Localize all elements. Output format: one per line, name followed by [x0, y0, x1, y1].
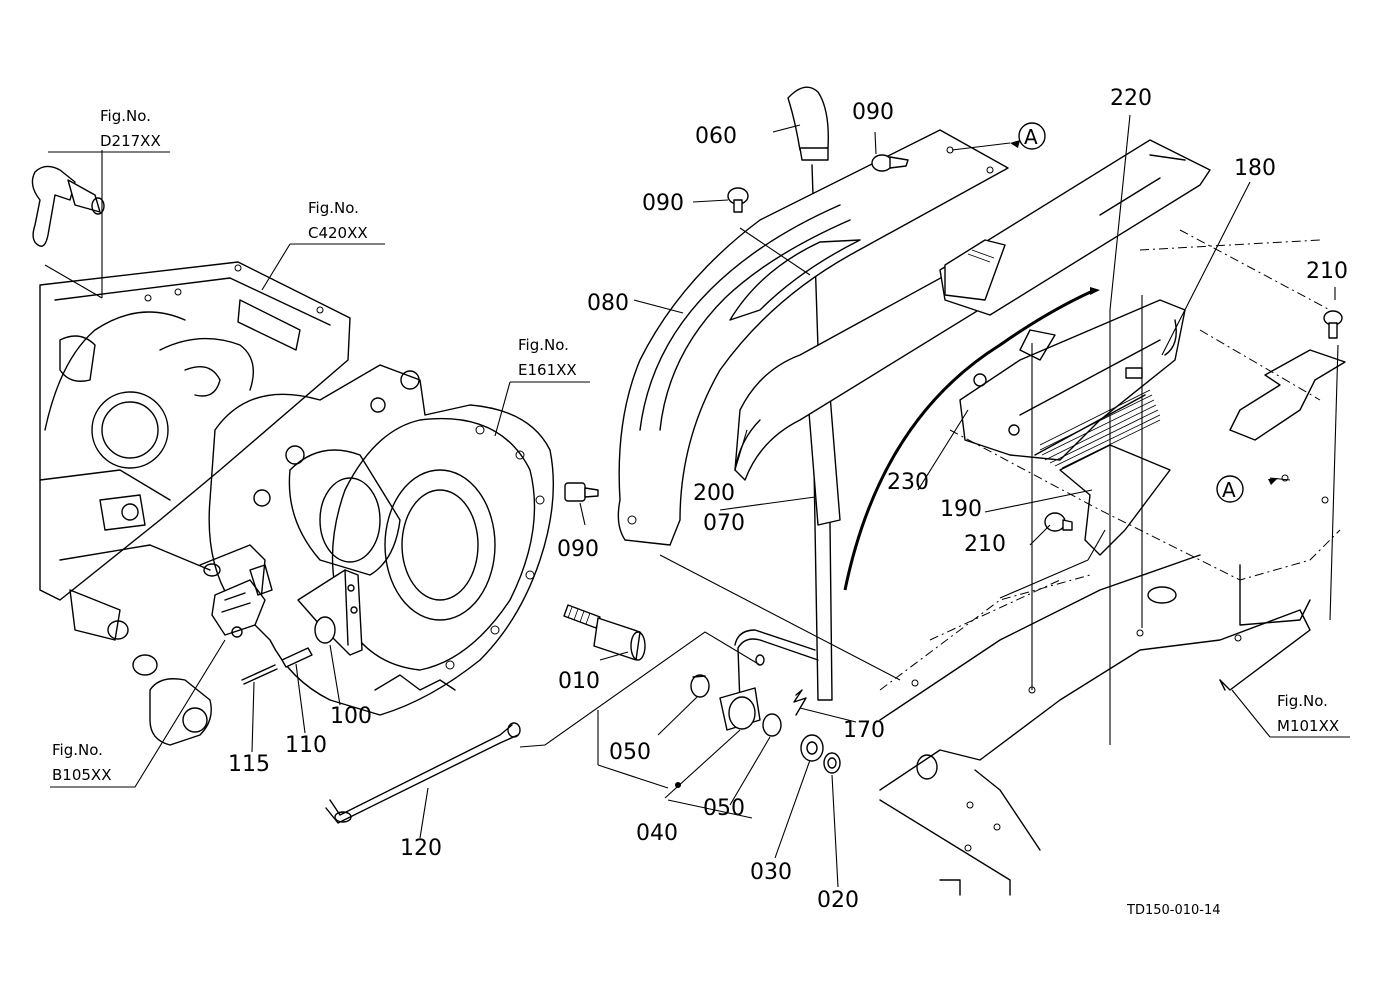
plate-220	[939, 139, 1211, 316]
bolt-090-left	[564, 482, 599, 502]
fig-ref-m101: Fig.No. M101XX	[1277, 692, 1339, 735]
fig-ref-title: Fig.No.	[308, 199, 359, 217]
washer-030	[800, 734, 824, 762]
arrow-head	[1010, 140, 1020, 148]
part-090: 090	[642, 191, 684, 216]
arrow-head	[1268, 478, 1278, 485]
part-190: 190	[940, 497, 982, 522]
clutch-housing	[199, 364, 555, 716]
part-120: 120	[400, 836, 442, 861]
part-210: 210	[1306, 259, 1348, 284]
fig-ref-code: C420XX	[308, 224, 368, 242]
guide-080	[617, 129, 1009, 546]
part-180: 180	[1234, 156, 1276, 181]
part-060: 060	[695, 124, 737, 149]
fig-ref-code: B105XX	[52, 766, 111, 784]
part-080: 080	[587, 291, 629, 316]
shaft-arm	[719, 629, 819, 731]
stud-010	[563, 604, 646, 661]
part-040: 040	[636, 821, 678, 846]
bolt-090-top	[871, 154, 909, 172]
fig-ref-code: D217XX	[100, 132, 161, 150]
pin-170	[793, 689, 807, 716]
fig-ref-code: M101XX	[1277, 717, 1339, 735]
leader-lines	[48, 114, 1350, 888]
callout-a-top: A	[1018, 122, 1046, 150]
part-050: 050	[703, 796, 745, 821]
part-090: 090	[852, 100, 894, 125]
fig-ref-c420: Fig.No. C420XX	[308, 199, 368, 242]
part-100: 100	[330, 704, 372, 729]
fig-ref-code: E161XX	[518, 361, 577, 379]
bolt-210-bottom	[1044, 512, 1073, 532]
part-090: 090	[557, 537, 599, 562]
part-010: 010	[558, 669, 600, 694]
fig-ref-b105: Fig.No. B105XX	[52, 741, 111, 784]
rod-120	[325, 722, 521, 824]
transmission-housing	[39, 261, 351, 746]
part-170: 170	[843, 718, 885, 743]
bushing-050-bottom	[762, 713, 782, 737]
mount-plate	[1019, 329, 1346, 441]
floor-frame	[879, 229, 1341, 896]
fig-ref-title: Fig.No.	[100, 107, 151, 125]
part-050: 050	[609, 740, 651, 765]
part-labels: 060 090 090 080 220 180 210 200 230 190 …	[228, 86, 1348, 913]
fig-ref-e161: Fig.No. E161XX	[518, 336, 577, 379]
fig-ref-title: Fig.No.	[1277, 692, 1328, 710]
svg-text:A: A	[1222, 478, 1236, 502]
pin-110	[281, 647, 313, 668]
bushing-050-top	[690, 674, 710, 698]
part-210: 210	[964, 532, 1006, 557]
part-070: 070	[703, 511, 745, 536]
part-220: 220	[1110, 86, 1152, 111]
fig-ref-title: Fig.No.	[52, 741, 103, 759]
part-020: 020	[817, 888, 859, 913]
part-200: 200	[693, 481, 735, 506]
lever-d217	[31, 150, 105, 299]
bolt-210-top	[1323, 310, 1343, 339]
bracket-100	[297, 569, 363, 656]
bracket-190	[1059, 444, 1171, 556]
cover-180	[959, 299, 1186, 469]
cable-230	[843, 288, 1096, 591]
svg-text:A: A	[1024, 125, 1038, 149]
part-115: 115	[228, 752, 270, 777]
switch-assembly	[203, 563, 273, 638]
bolt-090-mid	[727, 187, 749, 213]
arrow-head	[1090, 287, 1100, 295]
pin-115	[241, 664, 278, 685]
callout-a-right: A	[1216, 475, 1244, 503]
fig-ref-d217: Fig.No. D217XX	[100, 107, 161, 150]
knob-060	[787, 86, 829, 161]
part-030: 030	[750, 860, 792, 885]
lever-070	[807, 164, 841, 701]
fig-ref-title: Fig.No.	[518, 336, 569, 354]
part-230: 230	[887, 470, 929, 495]
drawing-code: TD150-010-14	[1126, 903, 1221, 918]
part-110: 110	[285, 733, 327, 758]
grease-point	[675, 782, 681, 788]
clip-020	[823, 752, 841, 774]
